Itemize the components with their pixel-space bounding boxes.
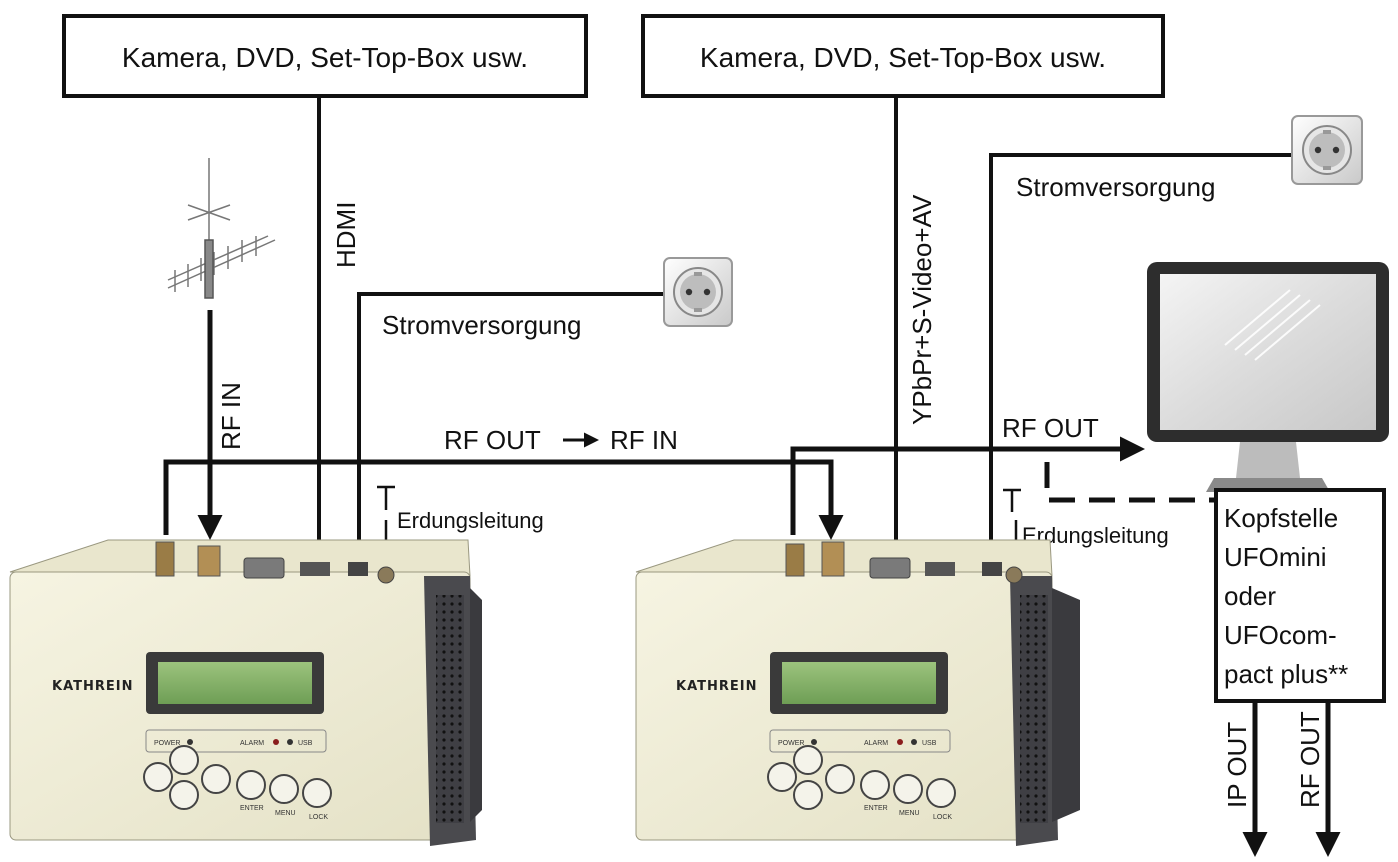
button-right-left[interactable] <box>201 764 231 794</box>
button-down-left[interactable] <box>169 780 199 810</box>
brand-label-left: KATHREIN <box>52 679 133 694</box>
brand-label-right: KATHREIN <box>676 679 757 694</box>
source-box-left-label: Kamera, DVD, Set-Top-Box usw. <box>122 42 528 73</box>
button-right-right[interactable] <box>825 764 855 794</box>
usb-led-label-right: USB <box>922 740 937 747</box>
power-socket-left-icon <box>663 257 733 327</box>
headend-line4: UFOcom- <box>1224 620 1337 650</box>
rf-cascade-target-label: RF IN <box>610 425 678 455</box>
rf-out-label: RF OUT <box>1002 413 1099 443</box>
power-label-left: Stromversorgung <box>382 310 581 340</box>
usb-led-label-left: USB <box>298 740 313 747</box>
rf-cascade-label: RF OUT <box>444 425 541 455</box>
antenna-icon <box>167 158 276 299</box>
menu-label-right: MENU <box>899 810 920 817</box>
alarm-led-label-left: ALARM <box>240 740 264 747</box>
ypbpr-label: YPbPr+S-Video+AV <box>907 194 937 425</box>
rf-out-headend-label: RF OUT <box>1295 711 1325 808</box>
power-line-left <box>349 292 665 560</box>
enter-button-right[interactable] <box>860 770 890 800</box>
headend-line3: oder <box>1224 581 1276 611</box>
ground-label-left: Erdungsleitung <box>397 508 544 533</box>
source-box-left: Kamera, DVD, Set-Top-Box usw. <box>62 14 588 98</box>
source-box-right: Kamera, DVD, Set-Top-Box usw. <box>641 14 1165 98</box>
ip-out-label: IP OUT <box>1222 722 1252 808</box>
rf-in-label: RF IN <box>216 382 246 450</box>
button-up-right[interactable] <box>793 745 823 775</box>
power-label-right: Stromversorgung <box>1016 172 1215 202</box>
power-line-right <box>981 153 1298 560</box>
menu-button-right[interactable] <box>893 774 923 804</box>
enter-label-left: ENTER <box>240 805 264 812</box>
menu-label-left: MENU <box>275 810 296 817</box>
lock-label-left: LOCK <box>309 814 328 821</box>
enter-button-left[interactable] <box>236 770 266 800</box>
headend-box: Kopfstelle UFOmini oder UFOcom- pact plu… <box>1214 488 1386 703</box>
modulator-device-right: KATHREIN POWER ALARM USB ENTER MENU LOCK <box>635 539 1080 846</box>
lock-button-right[interactable] <box>926 778 956 808</box>
power-socket-right-icon <box>1291 115 1363 185</box>
rf-out-line <box>790 436 1145 535</box>
rf-cascade-line <box>163 459 844 540</box>
source-box-right-label: Kamera, DVD, Set-Top-Box usw. <box>700 42 1106 73</box>
button-down-right[interactable] <box>793 780 823 810</box>
menu-button-left[interactable] <box>269 774 299 804</box>
tv-monitor-icon <box>1147 262 1389 492</box>
headend-line1: Kopfstelle <box>1224 503 1338 533</box>
button-up-left[interactable] <box>169 745 199 775</box>
modulator-device-left: KATHREIN POWER ALARM USB ENTER MENU LOCK <box>9 539 482 846</box>
power-led-label-left: POWER <box>154 740 180 747</box>
alarm-led-label-right: ALARM <box>864 740 888 747</box>
headend-line5: pact plus** <box>1224 659 1348 689</box>
button-left-right[interactable] <box>767 762 797 792</box>
enter-label-right: ENTER <box>864 805 888 812</box>
lock-button-left[interactable] <box>302 778 332 808</box>
hdmi-label: HDMI <box>331 202 361 268</box>
headend-line2: UFOmini <box>1224 542 1327 572</box>
button-left-left[interactable] <box>143 762 173 792</box>
headend-dashed-link <box>1044 462 1218 503</box>
lock-label-right: LOCK <box>933 814 952 821</box>
power-led-label-right: POWER <box>778 740 804 747</box>
